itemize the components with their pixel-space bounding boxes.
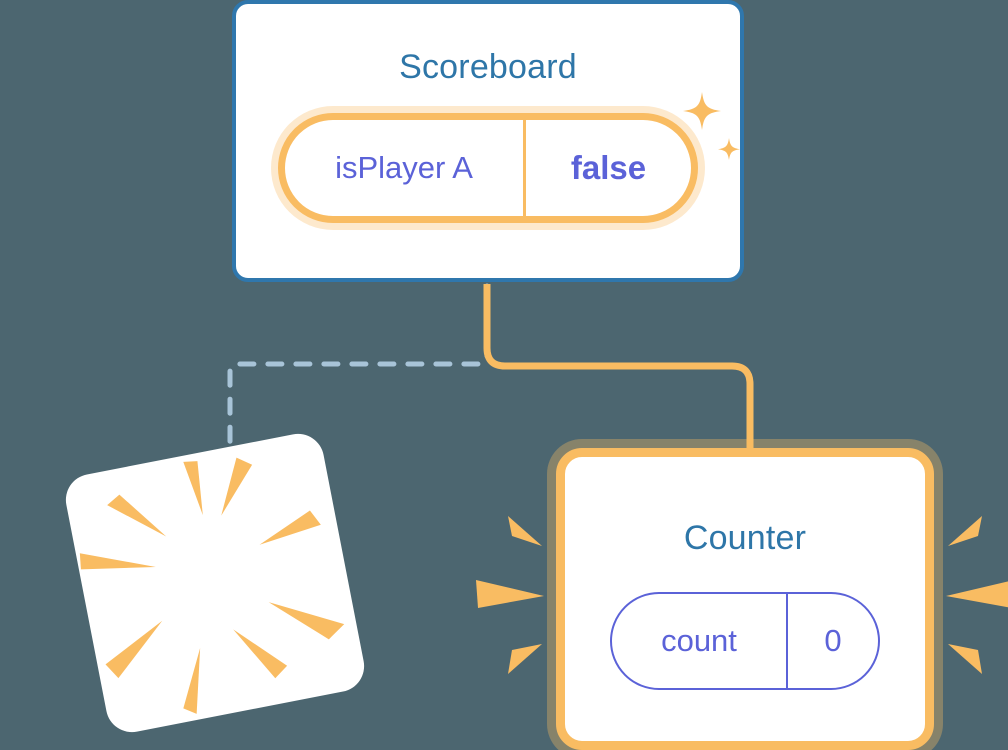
ray-icon xyxy=(183,648,201,714)
scoreboard-card[interactable]: Scoreboard isPlayer A false xyxy=(232,0,744,282)
counter-state-key: count xyxy=(612,594,788,688)
ray-icon xyxy=(107,494,167,537)
ray-icon xyxy=(259,510,321,545)
counter-left-rays xyxy=(476,516,544,674)
counter-card[interactable]: Counter count 0 xyxy=(556,448,934,750)
ray-icon xyxy=(508,644,542,674)
placeholder-card[interactable] xyxy=(61,429,369,737)
ray-icon xyxy=(183,461,203,516)
scoreboard-state-pill[interactable]: isPlayer A false xyxy=(278,113,698,223)
scoreboard-state-key: isPlayer A xyxy=(285,120,526,216)
scoreboard-title: Scoreboard xyxy=(399,48,577,86)
connector-scoreboard-to-counter xyxy=(483,284,754,466)
ray-icon xyxy=(268,602,345,640)
counter-right-rays xyxy=(946,516,1008,674)
ray-icon xyxy=(79,553,156,570)
counter-state-value: 0 xyxy=(824,623,842,658)
sparkle-group xyxy=(683,92,740,160)
ray-icon xyxy=(221,457,253,516)
ray-icon xyxy=(476,580,544,608)
ray-icon xyxy=(508,516,542,546)
counter-title: Counter xyxy=(683,519,807,557)
ray-icon xyxy=(105,620,163,679)
ray-icon xyxy=(233,629,288,679)
ray-icon xyxy=(948,516,982,546)
ray-icon xyxy=(948,644,982,674)
sparkle-large-icon xyxy=(683,92,721,130)
sparkle-small-icon xyxy=(718,138,740,160)
counter-state-pill[interactable]: count 0 xyxy=(610,592,880,690)
ray-icon xyxy=(946,581,1008,608)
placeholder-burst-rays xyxy=(79,457,345,714)
scoreboard-state-value: false xyxy=(570,149,647,186)
